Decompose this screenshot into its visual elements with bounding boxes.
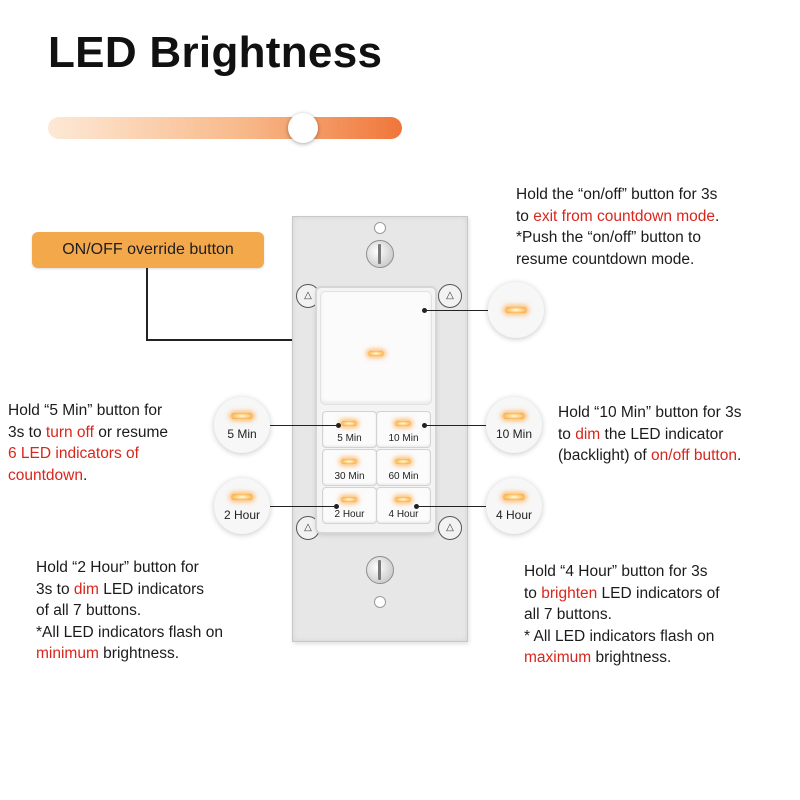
note-line: of all 7 buttons. (36, 602, 142, 619)
note-line: (backlight) of on/off button. (558, 447, 742, 464)
page-title: LED Brightness (48, 28, 383, 77)
onoff-led-zoom (488, 282, 544, 338)
sixty-min-button[interactable]: 60 Min (377, 450, 430, 485)
note-line: *All LED indicators flash on (36, 623, 223, 641)
brightness-slider[interactable] (48, 113, 402, 143)
onoff-override-badge: ON/OFF override button (32, 232, 264, 268)
leader-dot (422, 308, 427, 313)
leader-line (424, 310, 488, 311)
onoff-note: Hold the “on/off” button for 3s to exit … (516, 184, 719, 270)
leader-line (146, 339, 344, 341)
highlight-text: turn off (45, 423, 94, 441)
zoom-label: 5 Min (227, 427, 257, 441)
led-icon (503, 494, 525, 500)
led-icon (231, 494, 253, 500)
two-hour-zoom: 2 Hour (214, 478, 270, 534)
plate-hole (374, 222, 386, 234)
leader-dot (422, 423, 427, 428)
highlight-text: minimum (36, 645, 99, 662)
highlight-text: brighten (541, 584, 598, 602)
two-hour-button[interactable]: 2 Hour (323, 488, 376, 523)
led-icon (341, 497, 357, 502)
thirty-min-button[interactable]: 30 Min (323, 450, 376, 485)
highlight-text: countdown (8, 466, 83, 484)
note-line: Hold “10 Min” button for 3s (558, 404, 742, 421)
leader-line (424, 425, 488, 426)
top-screw-icon (366, 240, 394, 268)
leader-dot (336, 423, 341, 428)
brightness-slider-thumb[interactable] (287, 113, 318, 143)
two-hour-note: Hold “2 Hour” button for 3s to dim LED i… (36, 557, 223, 665)
note-line: to exit from countdown mode. (516, 207, 720, 225)
note-line: Hold “5 Min” button for (8, 402, 163, 419)
five-min-button[interactable]: 5 Min (323, 412, 376, 447)
highlight-text: dim (575, 425, 601, 443)
zoom-label: 10 Min (495, 427, 533, 441)
note-line: minimum brightness. (36, 645, 180, 662)
five-min-note: Hold “5 Min” button for 3s to turn off o… (8, 400, 168, 486)
button-label: 10 Min (388, 433, 419, 444)
leader-line (146, 268, 148, 340)
highlight-text: maximum (524, 649, 592, 666)
leader-dot (334, 504, 339, 509)
zoom-label: 4 Hour (495, 508, 533, 522)
highlight-text: dim (73, 580, 99, 598)
led-icon (395, 497, 411, 502)
leader-line (268, 425, 338, 426)
leader-line (270, 506, 336, 507)
note-line: 3s to dim LED indicators (36, 580, 205, 598)
note-line: to dim the LED indicator (558, 425, 724, 443)
led-icon (341, 421, 357, 426)
five-min-zoom: 5 Min (214, 397, 270, 453)
led-icon (503, 413, 525, 419)
led-icon (395, 459, 411, 464)
highlight-text: on/off button (651, 447, 737, 464)
button-label: 2 Hour (334, 509, 365, 520)
button-label: 30 Min (334, 471, 365, 482)
four-hour-note: Hold “4 Hour” button for 3s to brighten … (524, 561, 720, 669)
four-hour-button[interactable]: 4 Hour (377, 488, 430, 523)
leader-dot (414, 504, 419, 509)
triangle-up-icon: △ (438, 516, 462, 540)
triangle-up-icon: △ (438, 284, 462, 308)
led-icon (231, 413, 253, 419)
ten-min-button[interactable]: 10 Min (377, 412, 430, 447)
note-line: *Push the “on/off” button to (516, 229, 701, 246)
bottom-screw-icon (366, 556, 394, 584)
note-line: countdown. (8, 466, 88, 484)
led-icon (505, 307, 527, 313)
zoom-label: 2 Hour (223, 508, 261, 522)
four-hour-zoom: 4 Hour (486, 478, 542, 534)
note-line: resume countdown mode. (516, 250, 695, 268)
button-label: 5 Min (337, 433, 362, 444)
plate-hole (374, 596, 386, 608)
triangle-up-icon: △ (296, 284, 320, 308)
led-icon (395, 421, 411, 426)
timer-switch: 5 Min 10 Min 30 Min 60 Min 2 Hour 4 Hour (317, 288, 435, 532)
button-label: 4 Hour (388, 509, 419, 520)
note-line: Hold “2 Hour” button for (36, 559, 199, 576)
note-line: 6 LED indicators of (8, 445, 139, 462)
onoff-button[interactable] (321, 292, 431, 404)
leader-line (416, 506, 488, 507)
note-line: maximum brightness. (524, 649, 672, 666)
button-label: 60 Min (388, 471, 419, 482)
note-line: 3s to turn off or resume (8, 423, 168, 441)
note-line: * All LED indicators flash on (524, 627, 715, 645)
note-line: Hold “4 Hour” button for 3s (524, 563, 708, 580)
note-line: to brighten LED indicators of (524, 584, 720, 602)
note-line: Hold the “on/off” button for 3s (516, 186, 718, 203)
led-icon (341, 459, 357, 464)
highlight-text: exit from countdown mode (533, 207, 716, 225)
note-line: all 7 buttons. (524, 606, 612, 623)
ten-min-note: Hold “10 Min” button for 3s to dim the L… (558, 402, 742, 467)
ten-min-zoom: 10 Min (486, 397, 542, 453)
onoff-led-icon (368, 351, 384, 356)
